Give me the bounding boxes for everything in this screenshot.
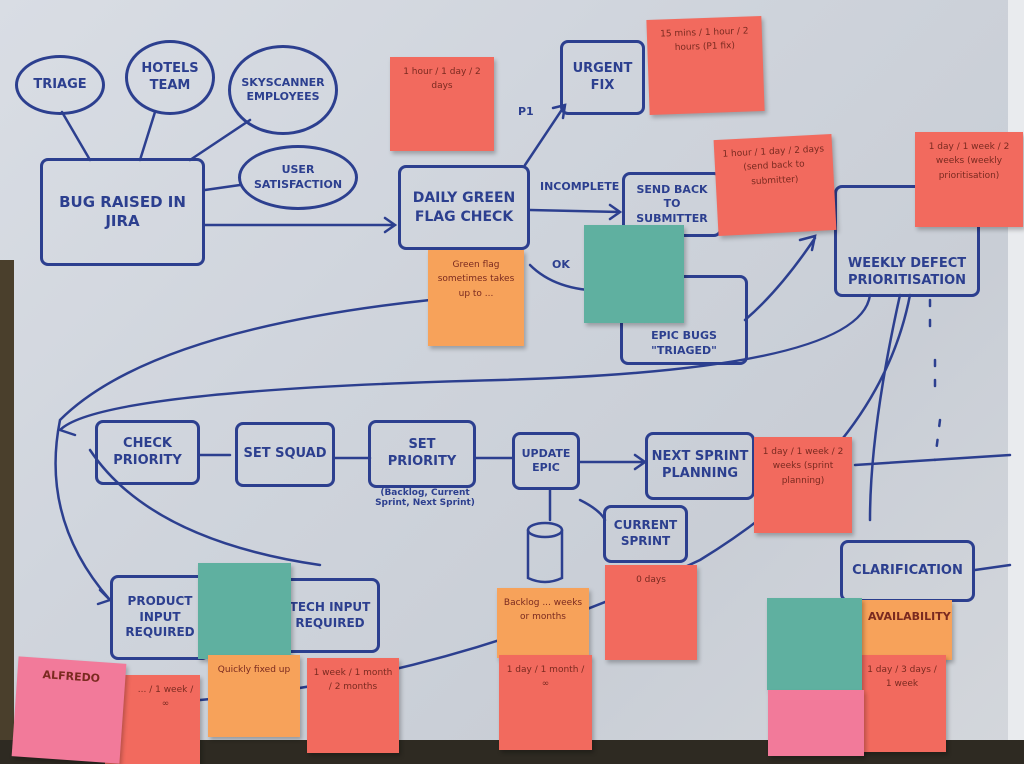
arrow [57,293,872,437]
box-urgent-fix: URGENT FIX [560,40,645,115]
box-check-priority: CHECK PRIORITY [95,420,200,485]
background [0,260,14,764]
sticky-note: 1 week / 1 month / 2 months [307,658,399,753]
box-current-sprint: CURRENT SPRINT [603,505,688,563]
sticky-note: Backlog ... weeks or months [497,588,589,658]
sticky-note: Green flag sometimes takes up to ... [428,250,524,346]
sticky-note: 1 hour / 1 day / 2 days (send back to su… [713,133,837,237]
box-bug-raised: BUG RAISED IN JIRA [40,158,205,266]
sticky-note: 1 day / 1 week / 2 weeks (sprint plannin… [754,437,852,533]
edge-label-ok: OK [552,258,570,271]
arrow [853,453,1012,572]
box-set-priority: SET PRIORITY [368,420,476,488]
sticky-note: Quickly fixed up [208,655,300,737]
box-tech-input: TECH INPUT REQUIRED [280,578,380,653]
database-icon [526,528,564,584]
box-daily-green-flag: DAILY GREEN FLAG CHECK [398,165,530,250]
sticky-note: 0 days [605,565,697,660]
bubble-triage: TRIAGE [15,55,105,115]
sticky-note: 15 mins / 1 hour / 2 hours (P1 fix) [646,16,765,115]
box-clarification: CLARIFICATION [840,540,975,602]
arrow [60,110,252,192]
box-product-input: PRODUCT INPUT REQUIRED [110,575,210,660]
sticky-note: ALFREDO [11,656,127,764]
sticky-note-blank [768,690,864,756]
edge-label-incomplete: INCOMPLETE [540,180,620,193]
bubble-employees: SKYSCANNER EMPLOYEES [228,45,338,135]
sticky-note-blank [198,563,291,659]
box-set-squad: SET SQUAD [235,422,335,487]
bubble-hotels-team: HOTELS TEAM [125,40,215,115]
box-update-epic: UPDATE EPIC [512,432,580,490]
arrow [528,203,623,221]
arrow [743,234,817,322]
edge-label-p1: P1 [518,105,534,118]
arrow [88,448,322,567]
sticky-note-blank [767,598,862,690]
sticky-note: AVAILABILITY [862,600,952,660]
edge-label-options: (Backlog, Current Sprint, Next Sprint) [375,488,475,508]
box-next-sprint: NEXT SPRINT PLANNING [645,432,755,500]
dashed-line [928,298,942,462]
database-icon [526,521,564,539]
box-weekly-defect: WEEKLY DEFECT PRIORITISATION [834,185,980,297]
sticky-note: 1 day / 3 days / 1 week [858,655,946,752]
sticky-note-blank [584,225,684,323]
sticky-note: 1 day / 1 month / ∞ [499,655,592,750]
arrow [203,216,398,234]
arrow [198,453,648,471]
sticky-note: 1 hour / 1 day / 2 days [390,57,494,151]
arrow [548,488,607,522]
bubble-user-satisfaction: USER SATISFACTION [238,145,358,210]
sticky-note: 1 day / 1 week / 2 weeks (weekly priorit… [915,132,1023,227]
